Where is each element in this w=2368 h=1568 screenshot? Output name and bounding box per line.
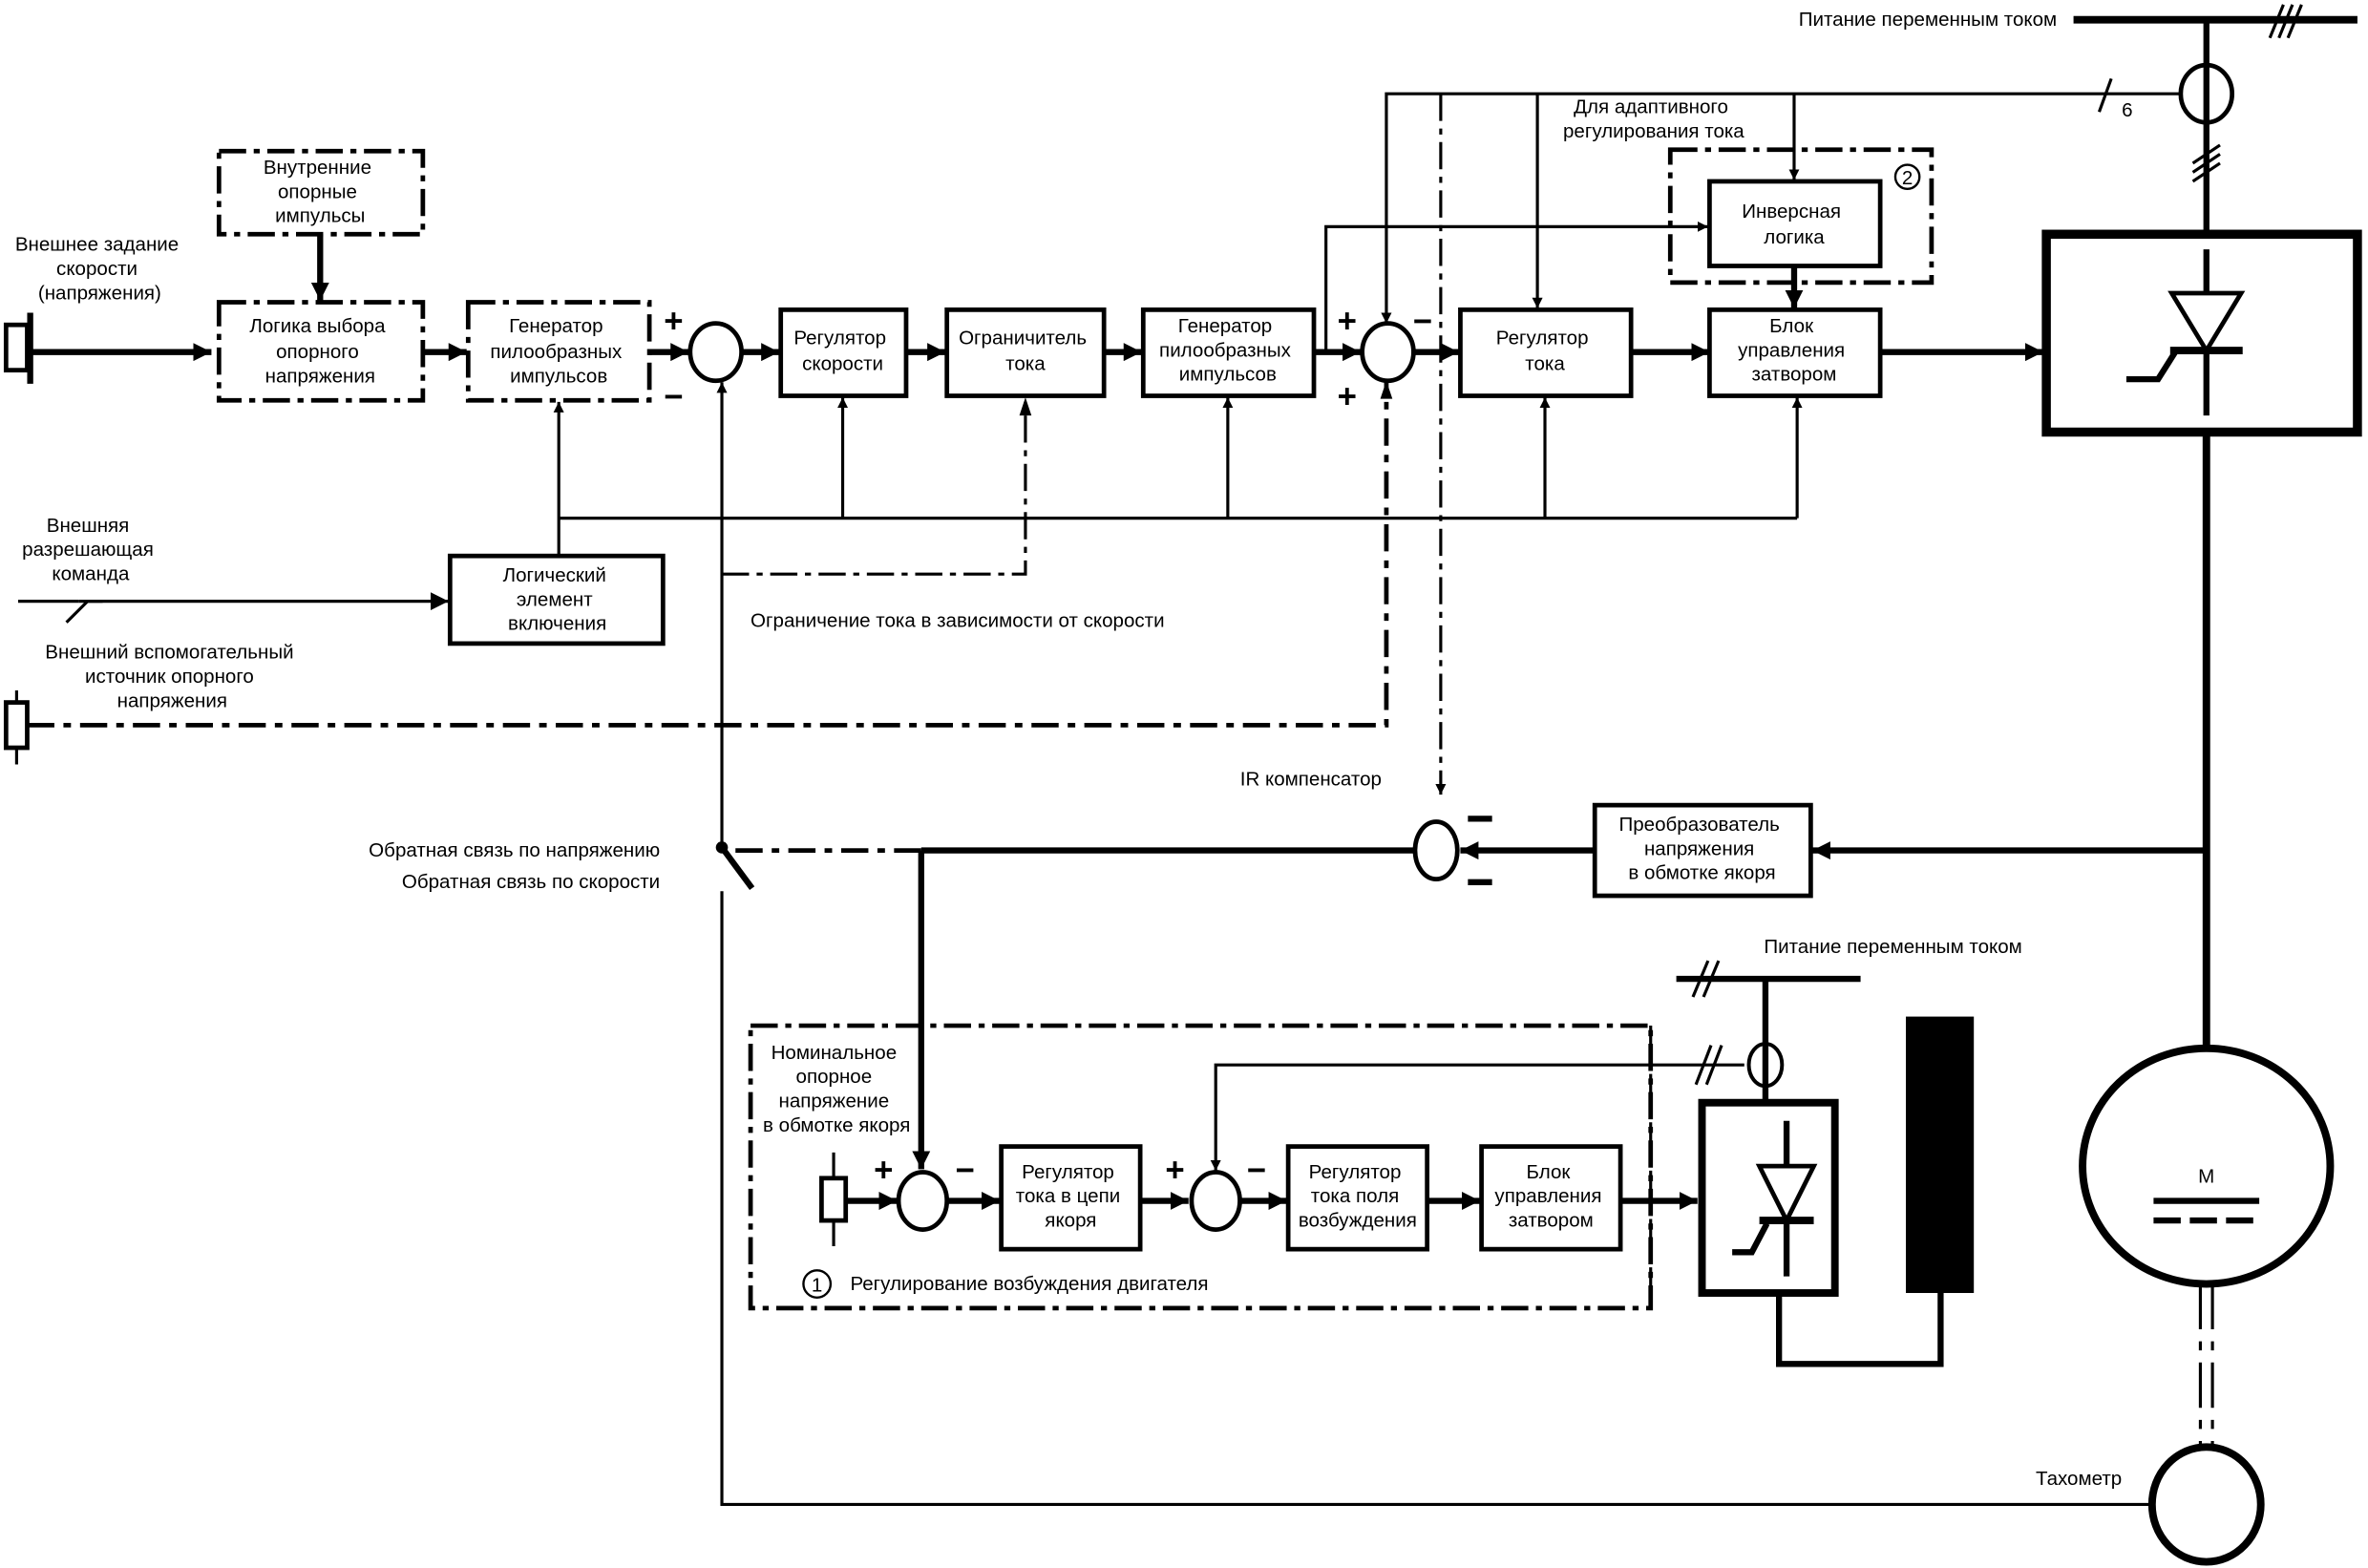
svg-text:+: +	[1338, 304, 1357, 340]
two-phase-mark-icon	[1691, 960, 1721, 998]
svg-text:Логика выбора опорного: Логика выбора опорного напряжения	[249, 315, 391, 387]
phase-count: 6	[2122, 99, 2132, 121]
ext-aux-ref-label: Внешний вспомогательный источник опорног…	[45, 642, 299, 712]
svg-text:+: +	[664, 304, 683, 340]
svg-text:−: −	[1247, 1153, 1266, 1189]
block-field-current-regulator[interactable]: Регулятор тока поля возбуждения	[1285, 1144, 1430, 1252]
two-phase-mark-icon	[1694, 1045, 1723, 1086]
speed-fb-wire	[720, 891, 2152, 1507]
block-ramp-gen-2[interactable]: Генератор пилообразных импульсов	[1140, 307, 1317, 398]
speed-current-limit-label: Ограничение тока в зависимости от скорос…	[751, 610, 1165, 632]
inverse-logic-frame	[1667, 147, 1935, 286]
ext-aux-ref-terminal	[3, 689, 30, 765]
tachometer-icon	[2147, 1443, 2265, 1566]
svg-text:Преобразователь напряжен: Преобразователь напряжения в обмотке яко…	[1618, 814, 1785, 884]
svg-text:Ограничитель тока: Ограничитель тока	[959, 328, 1092, 375]
svg-text:+: +	[874, 1153, 893, 1189]
block-armature-current-regulator[interactable]: Регулятор тока в цепи якоря	[999, 1144, 1143, 1252]
motor-icon: M	[2079, 1044, 2335, 1288]
svg-text:M: M	[2198, 1166, 2214, 1188]
block-internal-ref[interactable]: Внутренние опорные импульсы	[216, 148, 426, 237]
field-control-frame	[748, 1023, 1654, 1311]
field-current-fb-wire	[1210, 1063, 1744, 1171]
block-enable-logic[interactable]: Логический элемент включения	[447, 553, 666, 646]
svg-text:Блок управления за: Блок управления затвором	[1494, 1161, 1607, 1232]
summing-junction-ir	[1412, 816, 1492, 885]
enable-switch-icon[interactable]	[17, 592, 449, 624]
voltage-fb-label: Обратная связь по напряжению	[369, 839, 660, 861]
speed-fb-label: Обратная связь по скорости	[402, 871, 660, 893]
ir-comp-label: IR компенсатор	[1240, 769, 1382, 791]
summing-junction-field: + −	[1165, 1153, 1266, 1232]
svg-text:Регулятор тока в цепи: Регулятор тока в цепи якоря	[1016, 1161, 1126, 1232]
field-thyristor-converter	[1698, 1098, 1839, 1297]
feedback-selector-switch[interactable]	[719, 845, 755, 891]
svg-text:Блок управления за: Блок управления затвором	[1738, 315, 1850, 386]
summing-junction-speed: + −	[664, 304, 744, 415]
nominal-ref-label: Номинальное опорное напряжение в обмотке…	[763, 1042, 910, 1136]
block-inverse-logic[interactable]: Инверсная логика	[1707, 179, 1883, 268]
ac-supply-field-label: Питание переменным током	[1764, 936, 2021, 958]
svg-text:Регулятор скорости: Регулятор скорости	[793, 328, 891, 375]
block-current-regulator[interactable]: Регулятор тока	[1458, 307, 1634, 398]
ext-speed-ref-terminal	[3, 312, 212, 384]
svg-text:−: −	[664, 379, 683, 415]
block-ref-select[interactable]: Логика выбора опорного напряжения	[216, 300, 426, 403]
field-winding-icon	[1906, 1016, 1975, 1294]
svg-text:1: 1	[812, 1274, 822, 1296]
aux-ref-wire	[27, 380, 1389, 728]
svg-text:−: −	[1413, 304, 1432, 340]
ext-speed-ref-label: Внешнее задание скорости (напряжения)	[15, 234, 184, 305]
motor-shaft	[2198, 1283, 2214, 1446]
nominal-ref-terminal	[819, 1152, 849, 1246]
block-armature-voltage-converter[interactable]: Преобразователь напряжения в обмотке яко…	[1592, 802, 1813, 899]
block-field-gate-control[interactable]: Блок управления затвором	[1479, 1144, 1623, 1252]
svg-text:Генератор пилообразных: Генератор пилообразных импульсов	[490, 315, 627, 387]
block-ramp-gen-1[interactable]: Генератор пилообразных импульсов	[465, 300, 652, 403]
bus-count-mark	[2097, 77, 2113, 113]
summing-junction-current: + − +	[1338, 304, 1432, 415]
current-feedback-wire	[1381, 92, 2181, 324]
svg-text:Генератор пилообразных: Генератор пилообразных импульсов	[1159, 315, 1297, 386]
block-gate-control[interactable]: Блок управления затвором	[1707, 307, 1883, 398]
enable-bus	[553, 397, 1803, 557]
field-winding-wire	[1776, 1291, 1944, 1367]
svg-text:2: 2	[1902, 167, 1913, 189]
ac-supply-top-label: Питание переменным током	[1799, 9, 2057, 31]
svg-text:+: +	[1338, 379, 1357, 415]
svg-text:Внутренние опорные: Внутренние опорные импульсы	[264, 157, 377, 227]
svg-text:Инверсная логика: Инверсная логика	[1742, 201, 1847, 248]
svg-text:−: −	[956, 1153, 975, 1189]
block-speed-regulator[interactable]: Регулятор скорости	[778, 307, 909, 398]
speed-current-limit-wire	[722, 397, 1027, 576]
marker-1: 1	[802, 1269, 833, 1299]
svg-text:Регулятор тока: Регулятор тока	[1496, 328, 1594, 375]
main-thyristor-converter	[2041, 229, 2362, 437]
adaptive-control-label: Для адаптивного регулирования тока	[1563, 96, 1744, 142]
summing-junction-armature: + −	[874, 1153, 975, 1232]
ext-enable-label: Внешняя разрешающая команда	[22, 515, 159, 585]
svg-text:Регулятор тока поля: Регулятор тока поля возбуждения	[1299, 1161, 1417, 1232]
svg-text:Логический элемент: Логический элемент включения	[503, 564, 612, 635]
three-phase-mark-icon	[2268, 4, 2303, 39]
field-control-label: Регулирование возбуждения двигателя	[850, 1273, 1208, 1295]
three-phase-mark-icon	[2191, 143, 2221, 183]
svg-text:+: +	[1165, 1153, 1184, 1189]
tachometer-label: Тахометр	[2036, 1468, 2122, 1490]
marker-2: 2	[1893, 163, 1921, 191]
wire	[1324, 221, 1708, 352]
block-current-limiter[interactable]: Ограничитель тока	[944, 307, 1107, 398]
